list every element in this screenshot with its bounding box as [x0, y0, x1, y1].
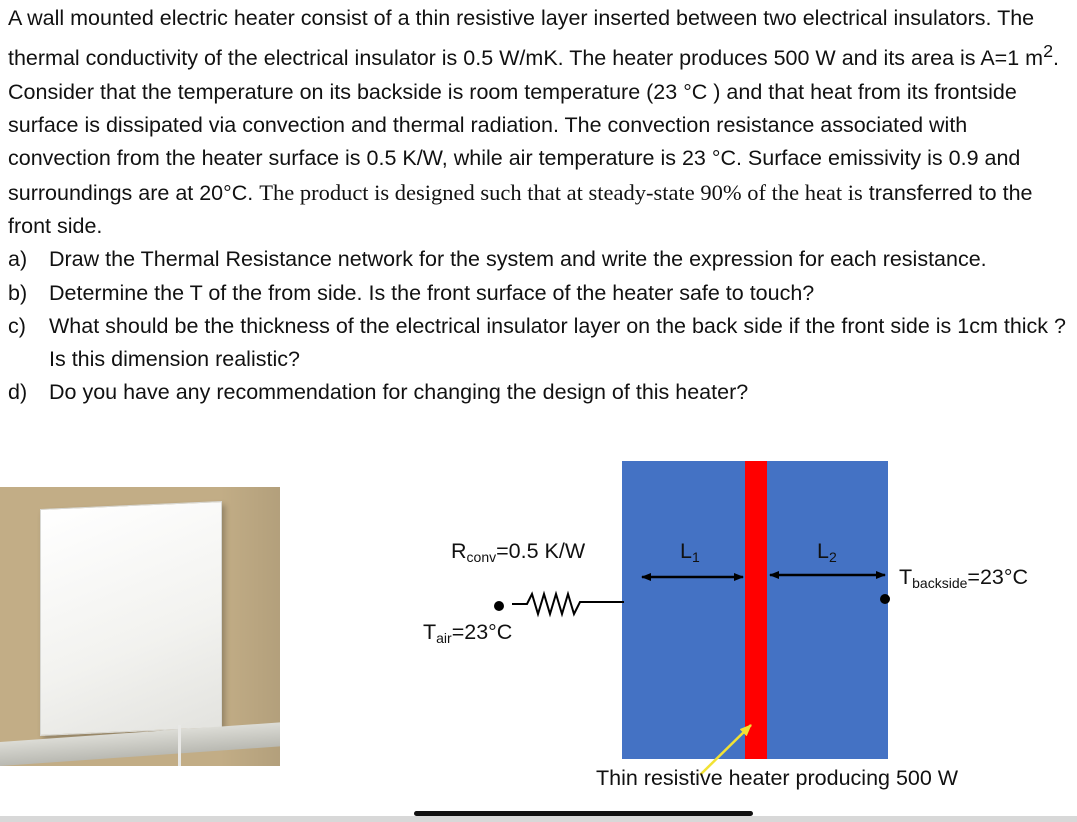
- l1-label: L1: [680, 538, 700, 570]
- convection-resistor: [512, 590, 624, 618]
- diagram-graphics: [494, 461, 890, 776]
- bottom-strip: [0, 816, 1077, 822]
- power-cable: [178, 725, 181, 766]
- r-conv-symbol: R: [451, 539, 467, 563]
- r-conv-label: Rconv=0.5 K/W: [451, 538, 585, 570]
- question-marker: d): [8, 380, 28, 405]
- l2-subscript: 2: [828, 549, 837, 565]
- air-node-dot: [494, 601, 504, 611]
- l1-symbol: L: [680, 539, 692, 563]
- question-text: What should be the thickness of the elec…: [49, 313, 1066, 372]
- backside-node-dot: [880, 594, 890, 604]
- intro-text-1: A wall mounted electric heater consist o…: [8, 6, 1044, 71]
- t-air-label: Tair=23°C: [423, 619, 512, 651]
- t-air-value: =23°C: [451, 620, 513, 644]
- l2-symbol: L: [817, 539, 829, 563]
- heater-pointer-arrow: [699, 724, 752, 776]
- back-insulator-layer: [767, 461, 888, 759]
- t-backside-label: Tbackside=23°C: [899, 564, 1028, 596]
- home-indicator-bar[interactable]: [414, 811, 753, 816]
- question-b: b) Determine the T of the from side. Is t…: [8, 277, 1070, 310]
- r-conv-subscript: conv: [466, 549, 497, 565]
- t-air-subscript: air: [436, 630, 452, 646]
- problem-intro: A wall mounted electric heater consist o…: [8, 2, 1070, 243]
- t-backside-subscript: backside: [912, 575, 968, 591]
- question-a: a) Draw the Thermal Resistance network fo…: [8, 243, 1070, 276]
- question-c: c) What should be the thickness of the el…: [8, 310, 1070, 377]
- front-insulator-layer: [622, 461, 745, 759]
- question-text: Do you have any recommendation for chang…: [49, 380, 749, 405]
- t-backside-symbol: T: [899, 565, 913, 589]
- area-exponent: 2: [1043, 41, 1054, 62]
- question-text: Draw the Thermal Resistance network for …: [49, 247, 987, 272]
- wall-shadow: [220, 487, 280, 766]
- l1-subscript: 1: [691, 549, 700, 565]
- question-marker: b): [8, 280, 28, 305]
- intro-serif-text: The product is designed such that at ste…: [259, 179, 863, 205]
- heater-cross-section-diagram: Rconv=0.5 K/W Tair=23°C L1 L2 Tbackside=…: [0, 440, 1077, 822]
- t-air-symbol: T: [423, 620, 437, 644]
- heater-photo: [0, 487, 280, 766]
- r-conv-value: =0.5 K/W: [496, 539, 586, 563]
- intro-text-3: transferred to the front side.: [8, 180, 1033, 238]
- resistive-heater-layer: [745, 461, 767, 759]
- question-d: d) Do you have any recommendation for cha…: [8, 376, 1070, 409]
- problem-statement: A wall mounted electric heater consist o…: [8, 2, 1070, 410]
- t-backside-value: =23°C: [967, 565, 1029, 589]
- l2-label: L2: [817, 538, 837, 570]
- question-marker: c): [8, 313, 26, 338]
- heater-caption: Thin resistive heater producing 500 W: [596, 766, 959, 790]
- question-marker: a): [8, 247, 28, 272]
- question-list: a) Draw the Thermal Resistance network fo…: [8, 243, 1070, 409]
- question-text: Determine the T of the from side. Is the…: [49, 280, 815, 305]
- intro-text-2: . Consider that the temperature on its b…: [8, 46, 1060, 205]
